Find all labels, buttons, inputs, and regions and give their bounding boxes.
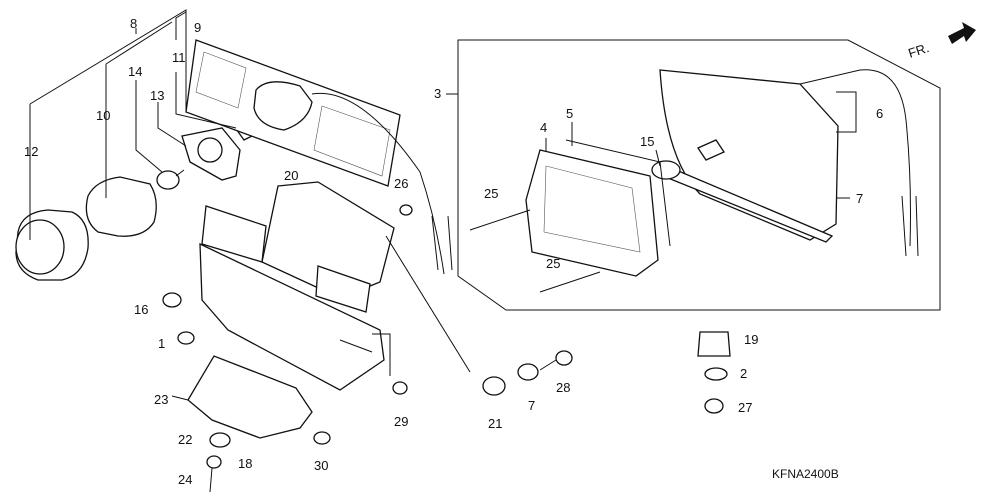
callout-4: 4 (540, 120, 547, 135)
callout-26: 26 (394, 176, 408, 191)
bolt-24-washer-18-collar-22 (206, 432, 231, 493)
lens-gasket-5 (565, 139, 671, 247)
reflector-plate-9 (185, 39, 401, 187)
grommet-27 (704, 398, 724, 414)
callout-7-collar: 7 (528, 398, 535, 413)
callout-18: 18 (238, 456, 252, 471)
callout-6: 6 (876, 106, 883, 121)
bolt-28 (539, 350, 573, 371)
callout-30: 30 (314, 458, 328, 473)
front-direction-arrow-icon: FR. (906, 22, 976, 61)
callout-24: 24 (178, 472, 192, 487)
bulb-15 (651, 139, 725, 180)
callout-29: 29 (394, 414, 408, 429)
rear-fender-plate (199, 242, 385, 391)
callout-3: 3 (434, 86, 441, 101)
license-light-housing-20 (201, 181, 395, 313)
grommet-19 (697, 331, 731, 357)
grommet-16 (162, 292, 182, 308)
diagram-code: KFNA2400B (772, 467, 839, 481)
callout-21: 21 (488, 416, 502, 431)
callout-22: 22 (178, 432, 192, 447)
screw-25-lower (539, 271, 601, 293)
callout-14: 14 (128, 64, 142, 79)
callout-20: 20 (284, 168, 298, 183)
grommet-21 (385, 235, 506, 396)
callout-1: 1 (158, 336, 165, 351)
nut-29 (392, 381, 408, 395)
callout-7-taillight: 7 (856, 191, 863, 206)
bulb-14 (156, 169, 185, 190)
taillight-lens-4 (525, 149, 659, 277)
taillight-assembly-frame-3 (457, 39, 941, 311)
callout-9: 9 (194, 20, 201, 35)
callout-11: 11 (172, 50, 186, 65)
leader-lines (29, 9, 857, 401)
under-cover-23 (187, 355, 313, 439)
callout-15: 15 (640, 134, 654, 149)
callout-23: 23 (154, 392, 168, 407)
callout-10: 10 (96, 108, 110, 123)
gasket-13 (181, 127, 241, 181)
callout-2: 2 (740, 366, 747, 381)
screw-25-upper (469, 209, 531, 231)
callout-13: 13 (150, 88, 164, 103)
direction-label: FR. (906, 40, 931, 61)
callout-19: 19 (744, 332, 758, 347)
turn-signal-lens-12 (15, 209, 89, 281)
callout-25-lower: 25 (546, 256, 560, 271)
washer-2 (704, 367, 728, 381)
callout-12: 12 (24, 144, 38, 159)
callout-5: 5 (566, 106, 573, 121)
turn-signal-housing-10 (85, 176, 157, 237)
callout-28: 28 (556, 380, 570, 395)
bolt-26 (399, 204, 413, 216)
bolt-30 (313, 431, 331, 445)
collar-17 (517, 363, 539, 381)
callout-25-upper: 25 (484, 186, 498, 201)
taillight-housing-7 (659, 69, 839, 243)
callout-8: 8 (130, 16, 137, 31)
callout-16: 16 (134, 302, 148, 317)
callout-27: 27 (738, 400, 752, 415)
wire-harness-6 (799, 69, 919, 257)
bolt-1 (177, 331, 195, 345)
